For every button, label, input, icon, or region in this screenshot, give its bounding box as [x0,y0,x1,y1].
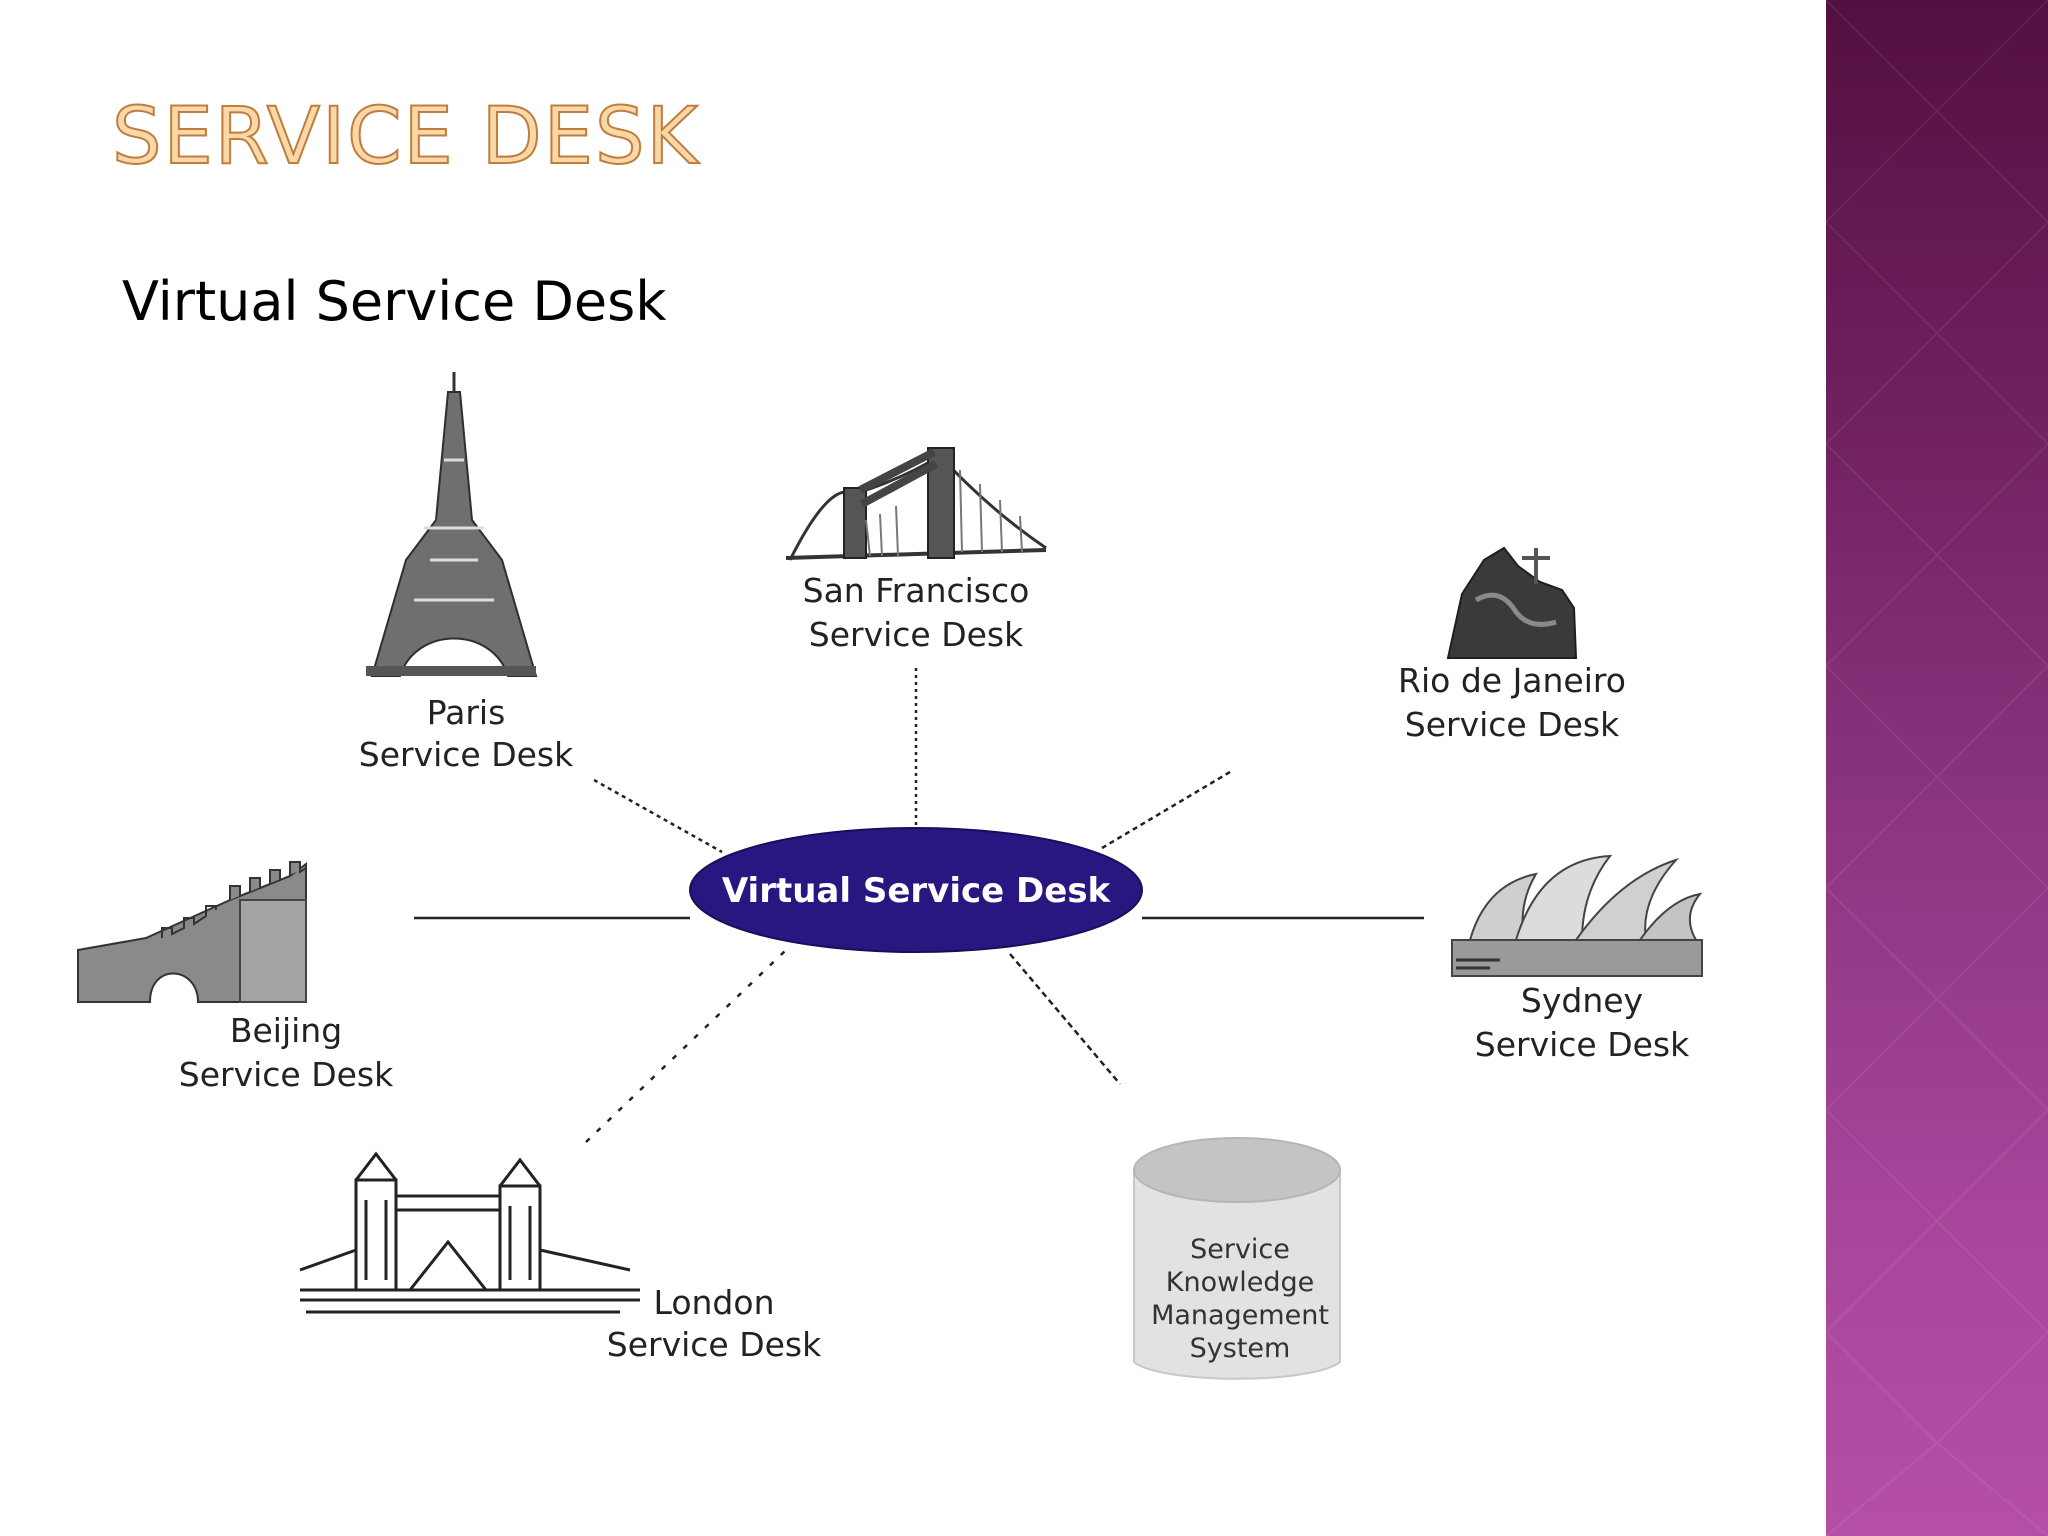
san-francisco-label-line1: San Francisco [803,571,1030,610]
decorative-side-band [1826,0,2048,1536]
london-label-line1: London [654,1283,775,1322]
tower-bridge-icon [299,1151,640,1314]
golden-gate-bridge-icon [785,447,1047,561]
connector-london [585,949,787,1143]
database-icon [1133,1137,1341,1380]
connector-paris [593,778,723,854]
node-rio: Rio de Janeiro Service Desk [1398,546,1626,744]
knowledge-base-label-line1: Service [1190,1234,1290,1265]
hub-ellipse [689,827,1143,953]
hub-virtual-service-desk: Virtual Service Desk [689,827,1143,953]
connector-lines [414,668,1424,1143]
sydney-opera-house-icon [1451,854,1703,977]
san-francisco-label-line2: Service Desk [809,615,1024,654]
rio-label-line2: Service Desk [1405,705,1620,744]
connector-rio [1101,770,1231,850]
beijing-label-line2: Service Desk [179,1055,394,1094]
node-knowledge-base: Service Knowledge Management System [1133,1137,1341,1380]
connector-knowledge-base [1009,953,1121,1085]
node-sydney: Sydney Service Desk [1451,854,1703,1064]
christ-the-redeemer-icon [1446,546,1578,659]
slide-title: SERVICE DESK [111,92,700,182]
rio-label-line1: Rio de Janeiro [1398,661,1626,700]
diamond-pattern-icon [1826,0,2048,1536]
knowledge-base-label-line3: Management [1151,1300,1329,1331]
london-label-line2: Service Desk [607,1325,822,1364]
beijing-label-line1: Beijing [230,1011,342,1050]
sydney-label-line2: Service Desk [1475,1025,1690,1064]
node-london: London Service Desk [299,1151,822,1364]
node-san-francisco: San Francisco Service Desk [785,447,1047,654]
hub-label: Virtual Service Desk [722,871,1112,911]
great-wall-icon [77,861,307,1003]
sydney-label-line1: Sydney [1521,981,1643,1020]
node-beijing: Beijing Service Desk [77,861,394,1094]
node-paris: Paris Service Desk [359,372,574,774]
paris-label-line1: Paris [427,693,506,732]
knowledge-base-label-line2: Knowledge [1166,1267,1314,1298]
paris-label-line2: Service Desk [359,735,574,774]
slide-subtitle: Virtual Service Desk [122,270,667,333]
eiffel-tower-icon [366,372,538,677]
knowledge-base-label-line4: System [1190,1333,1291,1364]
